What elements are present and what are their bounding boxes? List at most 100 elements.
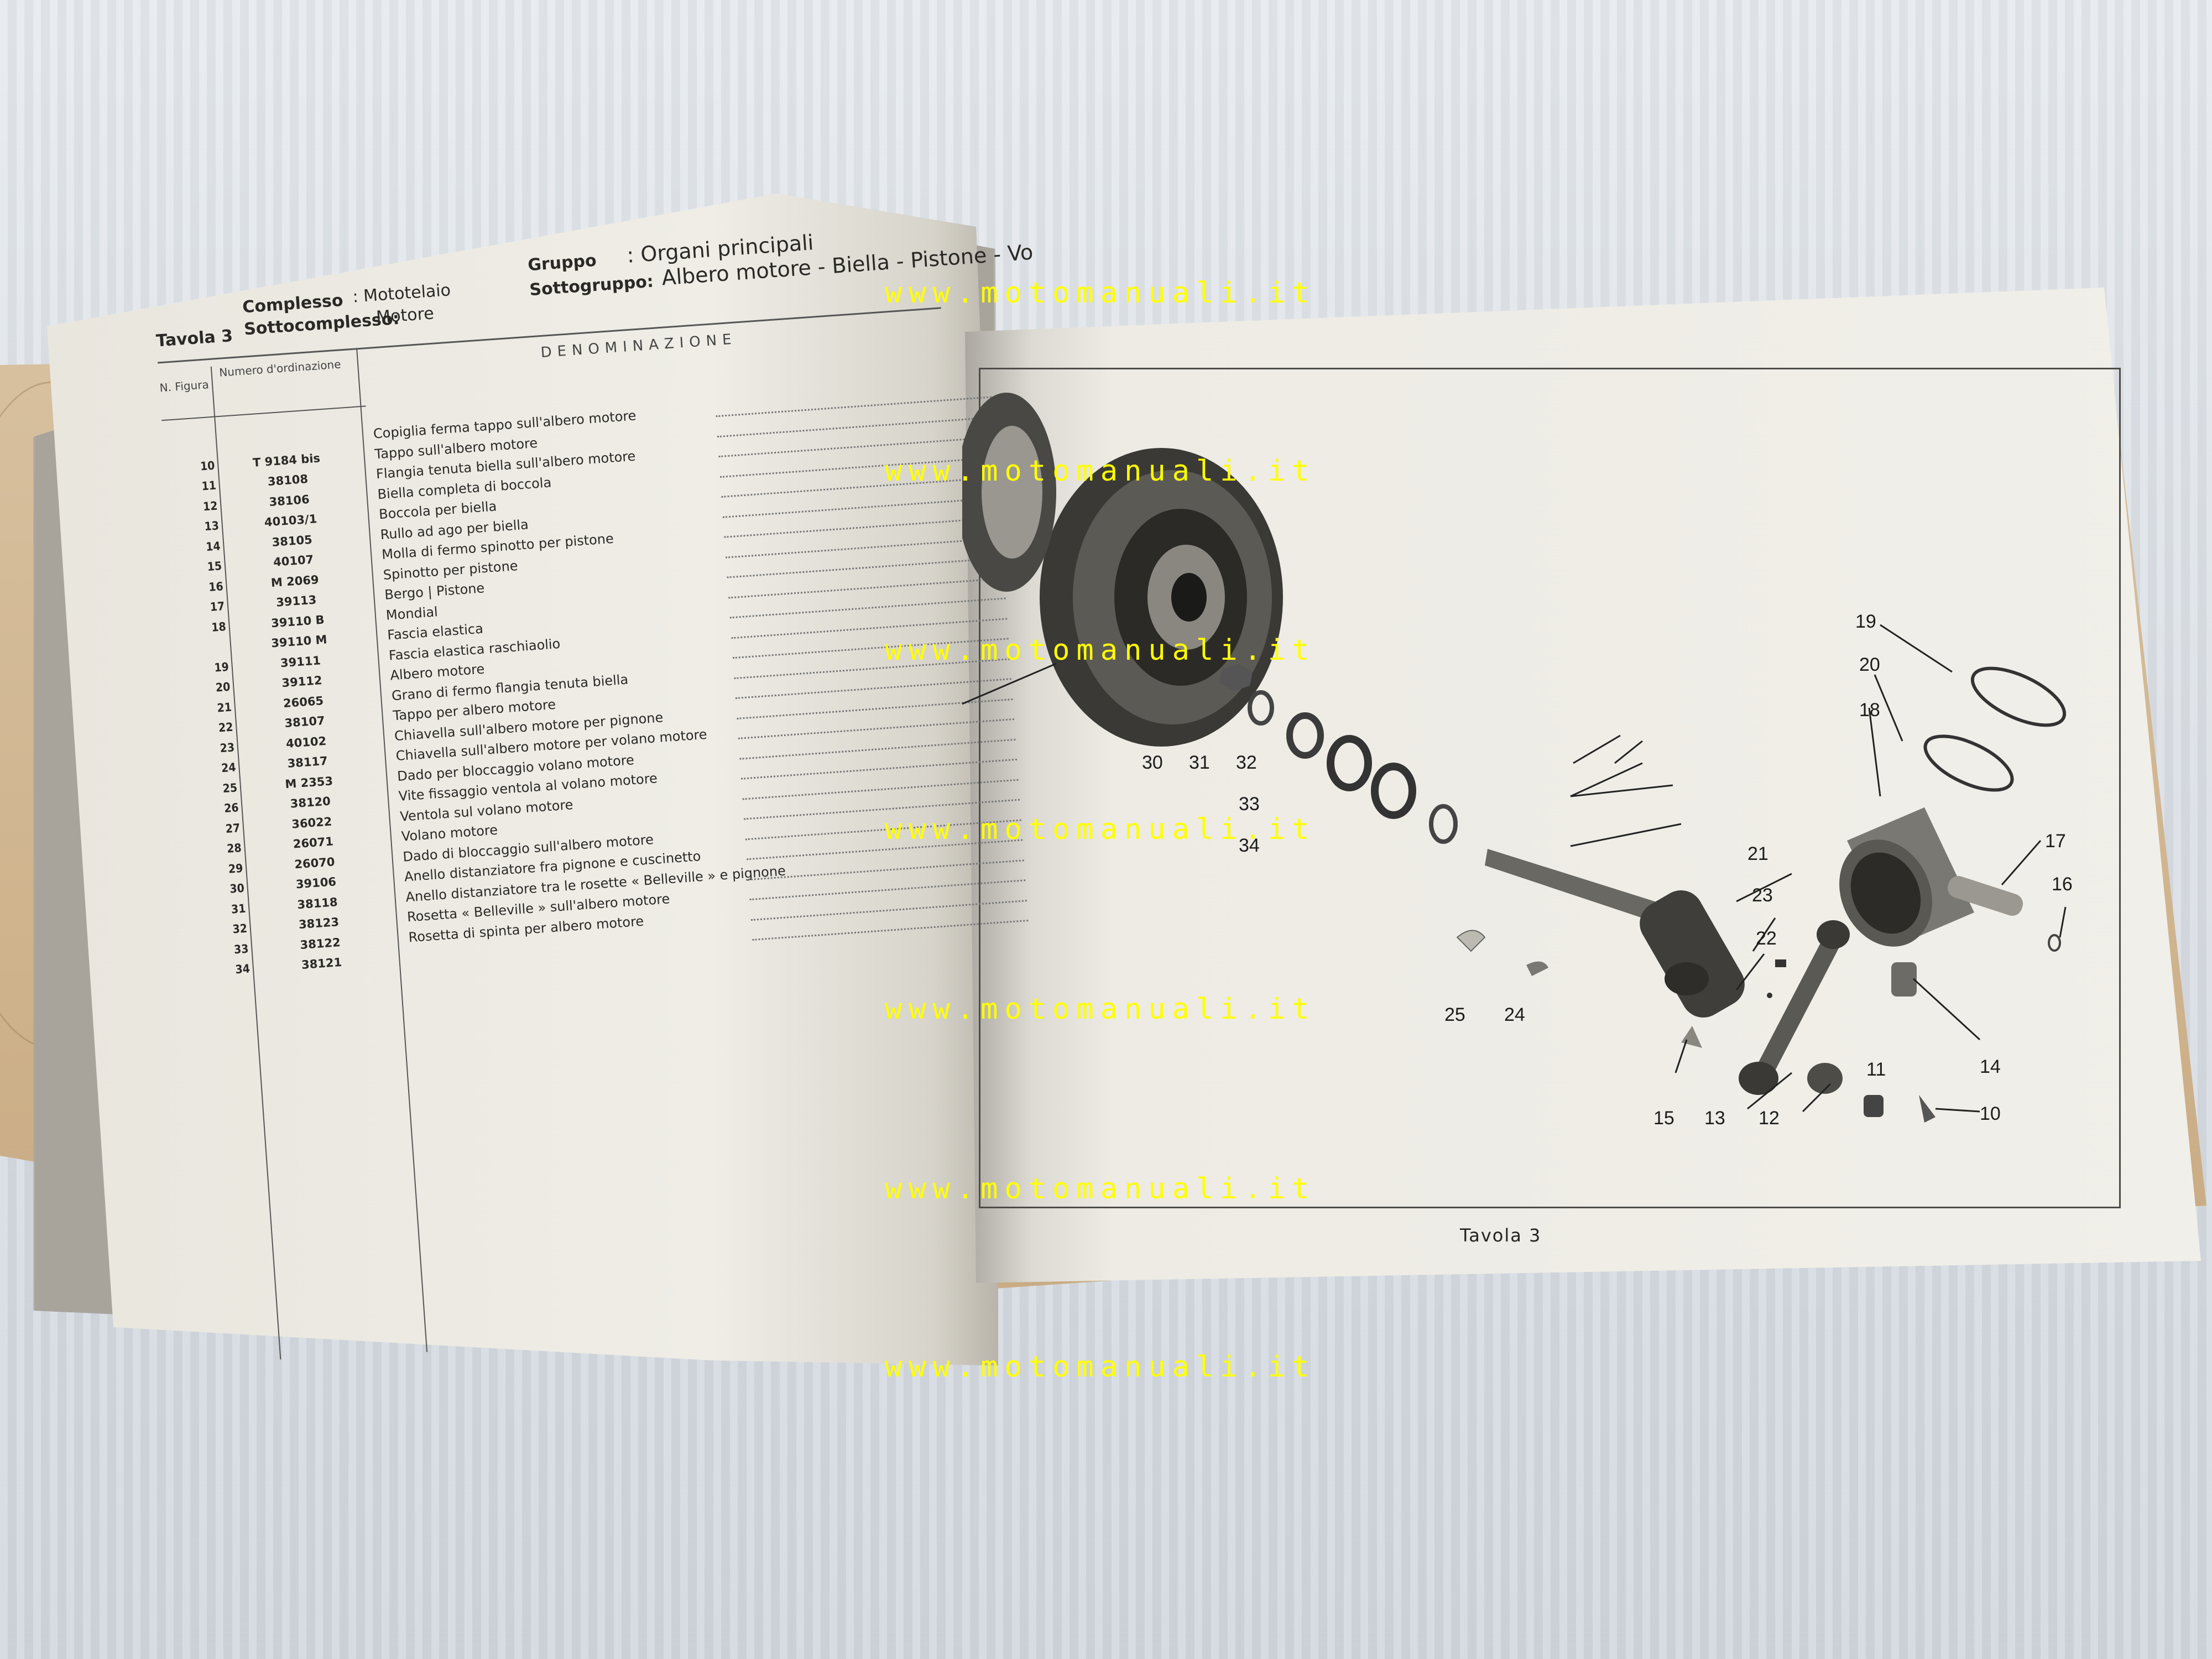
row-figure-number	[178, 640, 227, 643]
complesso-label: Complesso	[242, 290, 344, 317]
row-leader-dots	[717, 416, 993, 439]
row-figure-number: 32	[232, 921, 248, 936]
washer-parts	[1219, 664, 1458, 844]
row-figure-number: 25	[222, 780, 238, 795]
callout-13: 13	[1704, 1108, 1725, 1129]
callout-11: 11	[1866, 1059, 1886, 1080]
row-description: Boccola per biella	[378, 498, 498, 523]
row-figure-number: 21	[216, 700, 232, 714]
row-description: Copiglia ferma tappo sull'albero motore	[373, 408, 637, 442]
gudgeon-pin-part	[1947, 876, 2061, 952]
callout-10: 10	[1980, 1103, 2001, 1124]
callout-34: 34	[1239, 835, 1260, 856]
row-order-code: 40107	[273, 552, 314, 569]
row-order-code: 39112	[281, 674, 323, 690]
row-order-code: 36022	[291, 815, 333, 831]
row-figure-number: 13	[204, 519, 220, 534]
leader-lines	[962, 624, 2067, 1113]
callout-23: 23	[1752, 885, 1773, 906]
row-order-code: 38117	[286, 754, 328, 770]
connecting-rod-part	[1739, 920, 1850, 1095]
watermark-2: www.motomanuali.it	[885, 455, 1316, 488]
row-order-code: 38105	[271, 533, 313, 549]
crankshaft-part	[1485, 849, 1745, 1018]
piston-ring-parts	[1923, 666, 2067, 792]
sottogruppo-label: Sottogruppo:	[529, 272, 654, 300]
callout-12: 12	[1759, 1108, 1780, 1129]
callout-32: 32	[1236, 752, 1257, 773]
complesso-value: : Mototelaio	[352, 280, 452, 307]
row-order-code: 39113	[275, 593, 317, 609]
left-page	[47, 194, 998, 1366]
callout-22: 22	[1756, 928, 1777, 949]
plate-footer: Tavola 3	[1460, 1225, 1542, 1246]
row-order-code: 39106	[295, 875, 337, 891]
row-order-code: M 2069	[270, 572, 320, 589]
callout-19: 19	[1855, 611, 1876, 632]
callout-24: 24	[1504, 1004, 1525, 1025]
row-leader-dots	[727, 557, 1003, 580]
row-description: Fascia elastica	[387, 620, 484, 643]
row-order-code: 26065	[283, 693, 324, 710]
subheader-rule	[161, 405, 366, 421]
gruppo-label: Gruppo	[527, 251, 597, 275]
callout-15: 15	[1653, 1108, 1674, 1129]
row-figure-number: 24	[221, 760, 237, 775]
callout-31: 31	[1189, 752, 1210, 773]
row-order-code: M 2353	[284, 774, 333, 791]
row-leader-dots	[722, 497, 999, 519]
col-ordinazione: Numero d'ordinazione	[218, 357, 342, 379]
watermark-4: www.motomanuali.it	[885, 813, 1316, 846]
row-order-code: 39110 B	[270, 613, 325, 630]
row-figure-number: 20	[215, 680, 231, 695]
row-figure-number: 15	[206, 559, 222, 574]
callout-17: 17	[2045, 831, 2066, 852]
row-order-code: 26070	[294, 854, 336, 871]
row-figure-number	[163, 439, 213, 442]
row-order-code: 38118	[296, 895, 338, 911]
watermark-3: www.motomanuali.it	[885, 634, 1316, 667]
callout-21: 21	[1747, 843, 1768, 864]
row-figure-number: 28	[226, 841, 242, 855]
parts-table: Tavola 3 Complesso : Mototelaio Sottocom…	[149, 185, 1050, 1360]
row-figure-number: 26	[223, 801, 239, 816]
row-description: Mondial	[385, 603, 439, 623]
row-figure-number: 30	[229, 881, 245, 896]
row-order-code: 38108	[267, 472, 309, 489]
row-figure-number: 29	[228, 861, 244, 876]
row-description: Albero motore	[389, 661, 486, 684]
watermark-7: www.motomanuali.it	[885, 1350, 1316, 1384]
row-description: Spinotto per pistone	[382, 557, 519, 583]
row-figure-number: 33	[233, 942, 249, 956]
row-figure-number: 10	[200, 458, 216, 473]
row-description: Volano motore	[400, 822, 498, 844]
flywheel-part	[1040, 448, 1283, 747]
callout-33: 33	[1239, 794, 1260, 815]
watermark-1: www.motomanuali.it	[885, 276, 1316, 310]
row-figure-number: 31	[231, 901, 247, 916]
row-figure-number: 34	[234, 962, 251, 977]
row-order-code: 38106	[268, 492, 310, 509]
row-order-code: 38122	[299, 935, 341, 952]
row-figure-number: 12	[202, 499, 218, 513]
row-order-code	[224, 429, 345, 437]
row-leader-dots	[726, 537, 1002, 560]
callout-18: 18	[1859, 700, 1880, 721]
row-figure-number: 23	[219, 740, 235, 755]
callout-16: 16	[2052, 874, 2073, 895]
row-figure-number: 18	[211, 619, 227, 634]
callout-20: 20	[1859, 654, 1880, 675]
row-order-code: 40102	[285, 734, 327, 750]
row-figure-number: 17	[210, 599, 225, 614]
row-order-code: 38120	[289, 794, 331, 811]
small-parts	[1456, 930, 1936, 1123]
row-leader-dots	[724, 517, 1000, 539]
callout-30: 30	[1142, 752, 1163, 773]
watermark-5: www.motomanuali.it	[885, 993, 1316, 1026]
row-figure-number: 16	[208, 579, 224, 594]
row-order-code: 39111	[280, 653, 321, 670]
watermark-6: www.motomanuali.it	[885, 1172, 1316, 1206]
row-figure-number: 22	[218, 720, 234, 735]
piston-part	[1839, 807, 1974, 947]
row-leader-dots	[716, 396, 992, 419]
